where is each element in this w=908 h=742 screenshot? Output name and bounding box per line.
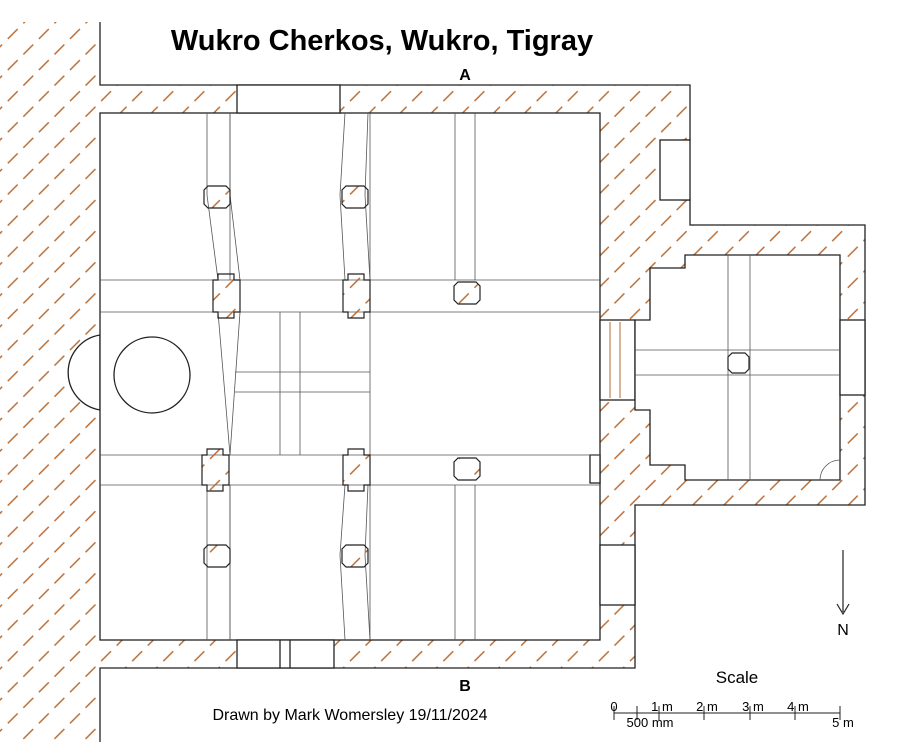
sanctuary-opening: [599, 319, 636, 401]
apse: [67, 334, 101, 411]
scale-title: Scale: [716, 668, 759, 687]
scale-tick-2: 2 m: [696, 699, 718, 714]
north-door-a: [236, 84, 341, 114]
north-arrow-icon: [836, 550, 850, 616]
outer-wall-outline: [99, 22, 866, 742]
scale-tick-3: 3 m: [742, 699, 764, 714]
sanctuary-column: [727, 352, 750, 374]
scale-tick-4: 4 m: [787, 699, 809, 714]
scale-sub-label: 500 mm: [627, 715, 674, 730]
section-label-b: B: [459, 678, 471, 695]
north-label: N: [837, 622, 849, 639]
scale-tick-1: 1 m: [651, 699, 673, 714]
credit-text: Drawn by Mark Womersley 19/11/2024: [212, 707, 487, 724]
scale-tick-5: 5 m: [832, 715, 854, 730]
page-title: Wukro Cherkos, Wukro, Tigray: [171, 25, 593, 57]
circular-feature: [113, 336, 191, 414]
columns: [201, 185, 481, 568]
scale-bar: [613, 706, 841, 720]
south-door-b: [236, 639, 335, 669]
scale-tick-0: 0: [610, 699, 617, 714]
section-label-a: A: [459, 67, 471, 84]
